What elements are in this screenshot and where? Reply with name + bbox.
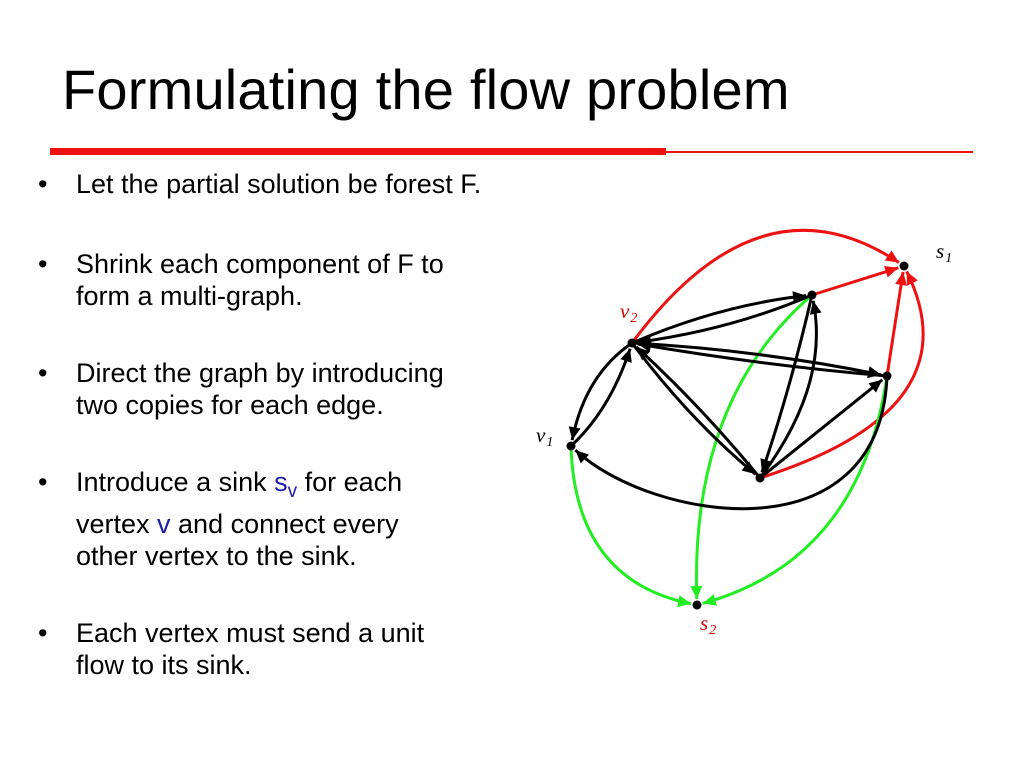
- edge-line: [811, 266, 899, 297]
- arrowhead: [906, 271, 918, 286]
- arrowhead: [868, 379, 883, 393]
- sink-symbol: sv: [274, 467, 298, 502]
- bullet-dot: •: [38, 618, 48, 648]
- arrowhead: [690, 585, 703, 600]
- node-a: [807, 290, 817, 300]
- edge-line: [569, 445, 692, 606]
- edge-c-to-a: [758, 300, 822, 479]
- edge-line: [758, 300, 818, 479]
- bullet-text: two copies for each edge.: [76, 390, 384, 420]
- edge-line: [637, 293, 813, 344]
- edge-line: [760, 294, 814, 473]
- bullet-item: • Each vertex must send a unit flow to i…: [30, 617, 550, 681]
- edge-line: [702, 375, 889, 605]
- bullet-list: • Let the partial solution be forest F. …: [30, 168, 550, 681]
- edge-v2-to-v1: [568, 341, 633, 441]
- bullet-text: vertex: [76, 509, 158, 539]
- edge-line: [637, 342, 888, 378]
- arrowhead: [809, 300, 822, 315]
- edge-line: [635, 345, 762, 479]
- edge-line: [631, 341, 882, 377]
- node-c: [755, 473, 765, 483]
- arrowhead: [568, 426, 581, 441]
- bullet-text: Direct the graph by introducing: [76, 358, 444, 388]
- edge-line: [630, 228, 900, 344]
- bullet-dot: •: [38, 358, 48, 388]
- title-underline: [50, 148, 666, 155]
- arrowhead: [637, 340, 652, 353]
- edge-line: [759, 378, 884, 480]
- slide-title: Formulating the flow problem: [62, 58, 790, 121]
- node-v2: [627, 338, 637, 348]
- arrowhead: [741, 461, 756, 475]
- arrowhead: [702, 594, 717, 606]
- bullet-dot: •: [38, 249, 48, 279]
- edge-c-to-v2: [635, 345, 762, 479]
- node-s2: [692, 600, 702, 610]
- node-v1: [566, 441, 576, 451]
- bullet-item: • Direct the graph by introducing two co…: [30, 357, 550, 421]
- edge-b-to-s1: [885, 271, 908, 377]
- edge-b-to-v2: [637, 340, 888, 378]
- edge-a-to-s2: [690, 293, 813, 600]
- edge-v1-to-s2: [569, 445, 692, 608]
- bullet-text: Introduce a sink: [76, 467, 275, 497]
- bullet-text: Shrink each component of F to: [76, 249, 444, 279]
- title-underline-thin: [666, 151, 973, 153]
- edge-line: [694, 293, 813, 600]
- edges-layer: [568, 228, 925, 608]
- edge-b-to-s2: [702, 375, 889, 606]
- edge-line: [574, 375, 889, 511]
- node-label-s1: s1: [936, 239, 952, 266]
- node-b: [882, 371, 892, 381]
- edge-a-to-s1: [811, 265, 899, 297]
- edge-v1-to-v2: [569, 348, 632, 448]
- edge-v2-to-s1: [630, 228, 900, 344]
- nodes-layer: [566, 261, 909, 610]
- bullet-text: flow to its sink.: [76, 650, 252, 680]
- bullet-text: and connect every: [170, 509, 399, 539]
- arrowhead: [636, 347, 651, 361]
- arrowhead: [620, 348, 632, 363]
- edge-line: [570, 341, 633, 441]
- bullet-dot: •: [38, 467, 48, 497]
- bullet-text: other vertex to the sink.: [76, 541, 357, 571]
- vertex-symbol: v: [157, 509, 171, 539]
- arrowhead: [575, 450, 589, 464]
- bullet-text: Each vertex must send a unit: [76, 618, 425, 648]
- bullet-text: for each: [297, 467, 403, 497]
- node-label-v2: v2: [620, 299, 637, 326]
- bullet-dot: •: [38, 169, 48, 199]
- arrowhead: [760, 458, 772, 473]
- edge-v2-to-c: [630, 342, 757, 476]
- node-label-v1: v1: [536, 423, 553, 450]
- edge-line: [631, 294, 807, 345]
- bullet-item: • Let the partial solution be forest F.: [30, 168, 550, 200]
- edge-b-to-v1: [574, 375, 889, 511]
- edge-c-to-b: [759, 378, 884, 480]
- edge-line: [569, 348, 632, 448]
- arrowhead: [895, 271, 908, 286]
- node-s1: [899, 261, 909, 271]
- edge-v2-to-a: [631, 291, 807, 345]
- node-label-s2: s2: [700, 611, 716, 638]
- bullet-item: • Introduce a sink sv for each vertex v …: [30, 466, 550, 572]
- edge-line: [885, 271, 905, 377]
- bullet-text: form a multi-graph.: [76, 281, 303, 311]
- arrowhead: [884, 265, 899, 278]
- arrowhead: [884, 250, 900, 263]
- bullet-item: • Shrink each component of F to form a m…: [30, 248, 550, 312]
- edge-line: [759, 270, 925, 480]
- bullet-text: Let the partial solution be forest F.: [76, 169, 482, 199]
- edge-line: [630, 342, 757, 476]
- edge-c-to-s1: [759, 270, 925, 480]
- labels-layer: s1 v2 v1 s2: [536, 239, 952, 638]
- arrowhead: [677, 595, 692, 608]
- edge-a-to-c: [760, 294, 814, 473]
